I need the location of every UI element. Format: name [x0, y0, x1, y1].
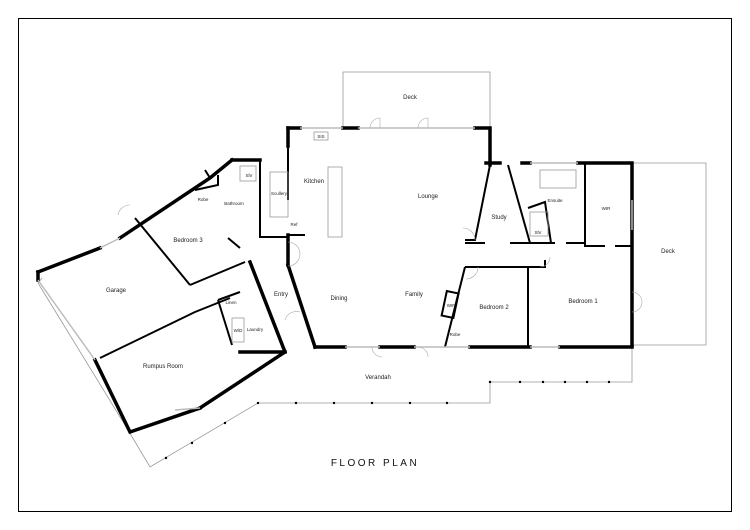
room-entry: Entry: [274, 292, 288, 298]
room-kitchen: Kitchen: [304, 179, 324, 185]
verandah-posts: [164, 380, 611, 460]
room-wir: WIR: [602, 206, 611, 211]
room-bedroom-3: Bedroom 3: [173, 238, 203, 244]
room-deck-top: Deck: [403, 95, 418, 101]
room-shower-1: Shr: [245, 173, 253, 178]
windows: [37, 127, 633, 411]
room-verandah: Verandah: [365, 375, 391, 381]
room-wip: WIP: [447, 303, 456, 308]
interior-walls: [99, 146, 632, 359]
room-bedroom-1: Bedroom 1: [568, 299, 598, 305]
room-lounge: Lounge: [418, 194, 439, 200]
page-border: [18, 18, 732, 512]
exterior-walls: [35, 126, 634, 435]
doors: [117, 117, 643, 358]
room-bathroom: Bathroom: [224, 201, 244, 206]
fixture-wd: W/D: [234, 328, 243, 333]
room-garage: Garage: [106, 288, 127, 294]
room-bedroom-2: Bedroom 2: [479, 305, 509, 311]
room-robe-1: Robe: [198, 197, 209, 202]
room-laundry: Laundry: [247, 327, 264, 332]
room-shower-2: Shr: [534, 230, 542, 235]
room-dining: Dining: [330, 296, 347, 302]
room-labels: Deck Kitchen Scullery Shr Robe Bathroom …: [106, 95, 676, 381]
plan-title: FLOOR PLAN: [331, 458, 419, 469]
room-linen: Linen: [225, 300, 237, 305]
room-ensuite: Ensuite: [547, 198, 563, 203]
room-robe-2: Robe: [450, 332, 461, 337]
room-ref: Ref: [290, 222, 298, 227]
fixtures: [231, 131, 577, 343]
fixture-sis: SIS: [317, 134, 324, 139]
room-family: Family: [405, 292, 423, 298]
outdoor-outlines: [37, 71, 707, 468]
room-deck-right: Deck: [661, 249, 676, 255]
room-study: Study: [491, 215, 506, 221]
room-scullery: Scullery: [271, 191, 288, 196]
room-rumpus-room: Rumpus Room: [143, 364, 183, 370]
